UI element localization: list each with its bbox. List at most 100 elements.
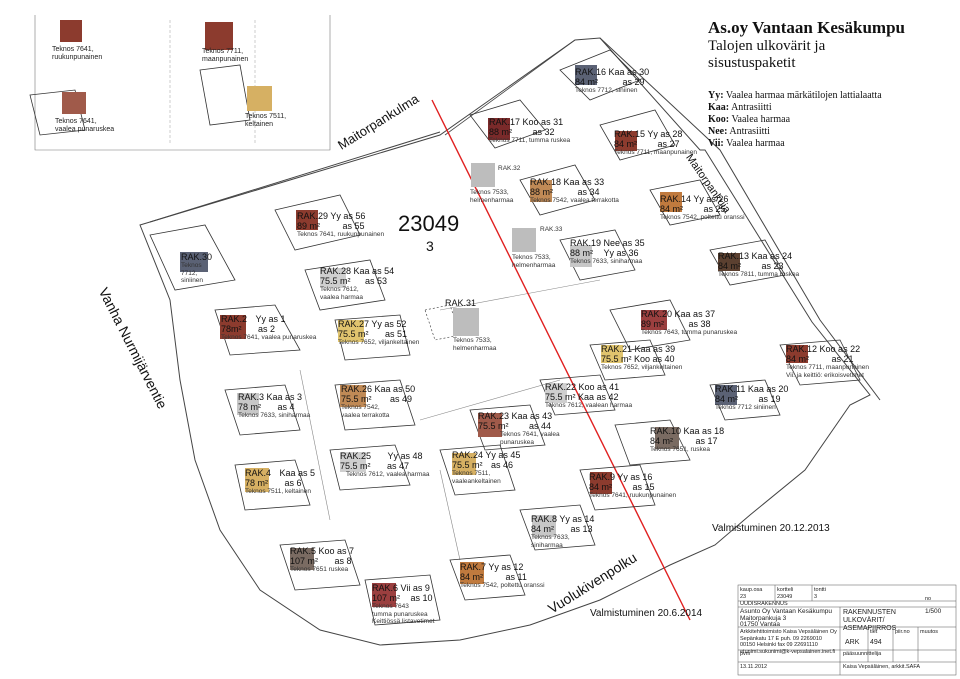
tb-value-kaupunginosa: 23 xyxy=(740,594,747,600)
swatch-rak32 xyxy=(471,163,495,187)
tb-date: 13.11.2012 xyxy=(740,664,768,670)
swatch-rak20 xyxy=(641,310,667,330)
swatch-rak30 xyxy=(180,252,208,272)
tb-scale: 1/500 xyxy=(925,608,942,615)
legend-row: Vii: Vaalea harmaa xyxy=(708,138,785,149)
swatch-rak6 xyxy=(372,583,396,607)
house-rak33: RAK.33 xyxy=(540,226,563,233)
swatch-rak19 xyxy=(570,245,592,267)
house-rak10: RAK.10 Kaa as 18 84 m² as 17 Teknos 7651… xyxy=(650,426,725,453)
plan-title: As.oy Vantaan Kesäkumpu Talojen ulkoväri… xyxy=(708,18,953,72)
house-rak19: RAK.19 Nee as 35 88 m² Yy as 36 Teknos 7… xyxy=(570,238,645,265)
swatch-rak31 xyxy=(453,308,479,336)
house-rak3: RAK.3 Kaa as 3 78 m² as 4 Teknos 7633, s… xyxy=(238,392,311,419)
house-rak29: RAK.29 Yy as 56 89 m² as 55 Teknos 7641,… xyxy=(297,211,385,238)
tb-label-tiet: tiet xyxy=(870,629,878,635)
tb-code: ARK xyxy=(845,639,860,646)
house-rak27: RAK.27 Yy as 52 75.5 m² as 51 Teknos 765… xyxy=(338,319,420,346)
house-rak28: RAK.28 Kaa as 54 75.5 m² as 53 Teknos 76… xyxy=(320,266,395,301)
swatch-rak29 xyxy=(296,210,318,230)
tb-label-muutos: muutos xyxy=(920,629,939,635)
swatch-rak28 xyxy=(320,268,346,288)
house-rak21: RAK.21 Kaa as 39 75.5 m² Koo as 40 Tekno… xyxy=(601,344,683,371)
tb-signature: Kaisa Vepsäläinen, arkkit.SAFA xyxy=(843,664,921,670)
house-rak14: RAK.14 Yy as 26 84 m² as 25 Teknos 7542,… xyxy=(660,194,745,221)
swatch-rak17 xyxy=(488,118,510,140)
house-rak31: RAK.31 xyxy=(445,298,477,308)
swatch-rak16 xyxy=(575,65,597,85)
house-rak7: RAK.7 Yy as 12 84 m² as 11 Teknos 7542, … xyxy=(460,562,545,589)
house-rak17: RAK.17 Koo as 31 88 m² as 32 Teknos 7711… xyxy=(489,117,571,144)
swatch-rak18 xyxy=(530,180,552,202)
swatch-rak3 xyxy=(237,393,259,415)
swatch-legend-1 xyxy=(60,20,82,42)
house-rak32-color: Teknos 7533,helmenharmaa xyxy=(470,189,514,204)
tb-label-pvm: pvm xyxy=(740,651,751,657)
swatch-rak8 xyxy=(532,515,556,537)
swatch-rak25 xyxy=(340,452,366,472)
house-rak18: RAK.18 Kaa as 33 88 m² as 34 Teknos 7542… xyxy=(530,177,619,204)
house-rak5: RAK.5 Koo as 7 107 m² as 8 Teknos 7651 r… xyxy=(290,546,355,573)
swatch-legend-2 xyxy=(62,92,86,114)
legend-row: Kaa: Antrasiitti xyxy=(708,102,772,113)
swatch-rak4 xyxy=(245,468,269,492)
swatch-rak24 xyxy=(452,453,476,475)
house-rak2: RAK.2 Yy as 1 78m² as 2 Teknos 7641, vaa… xyxy=(221,314,317,341)
house-rak33-color: Teknos 7533,helmenharmaa xyxy=(512,254,556,269)
house-rak13: RAK.13 Kaa as 24 84 m² as 23 Teknos 7811… xyxy=(718,251,800,278)
title-line-2: Talojen ulkovärit ja xyxy=(708,38,826,54)
house-rak22: RAK.22 Koo as 41 75.5 m² Kaa as 42 Tekno… xyxy=(545,382,633,409)
swatch-tk7641 xyxy=(205,22,233,50)
house-rak25: RAK.25 Yy as 48 75.5 m² as 47 Teknos 761… xyxy=(340,451,430,478)
swatch-rak23 xyxy=(478,413,502,437)
swatch-rak33 xyxy=(512,228,536,252)
swatch-label: Teknos 7711,maanpunainen xyxy=(202,48,249,63)
house-rak16: RAK.16 Kaa as 30 84 m² as 29 Teknos 7712… xyxy=(575,67,650,94)
title-line-3: sisustuspaketit xyxy=(708,55,796,71)
tb-value-tontti: 3 xyxy=(814,594,818,600)
swatch-label: Teknos 7641,vaalea punaruskea xyxy=(55,118,115,133)
swatch-label: Teknos 7511,keltainen xyxy=(245,113,287,128)
swatch-rak2 xyxy=(220,315,246,339)
house-rak26: RAK.26 Kaa as 50 75.5 m² as 49 Teknos 75… xyxy=(341,384,416,419)
tb-header-tontti: tontti xyxy=(814,587,826,593)
swatch-rak14 xyxy=(660,192,682,212)
tb-label-piirno: piir.no xyxy=(895,629,910,635)
legend-row: Koo: Vaalea harmaa xyxy=(708,114,791,125)
plot-number: 3 xyxy=(426,238,434,254)
completion-date-2: Valmistuminen 20.6.2014 xyxy=(590,608,703,619)
swatch-rak15 xyxy=(615,131,637,151)
house-rak32: RAK.32 xyxy=(498,165,521,172)
completion-date-1: Valmistuminen 20.12.2013 xyxy=(712,523,830,534)
swatch-rak26 xyxy=(340,385,366,407)
swatch-tk7711 xyxy=(247,86,272,111)
tb-value-kortteli: 23049 xyxy=(777,594,793,600)
house-rak9: RAK.9 Yy as 16 84 m² as 15 Teknos 7641, … xyxy=(589,472,677,499)
block-number: 23049 xyxy=(398,211,460,236)
tb-number: 494 xyxy=(870,639,882,646)
house-rak24: RAK.24 Yy as 45 75.5 m² as 46 Teknos 751… xyxy=(452,450,521,485)
swatch-rak10 xyxy=(655,427,679,449)
swatch-rak12 xyxy=(786,345,808,363)
legend-row: Yy: Vaalea harmaa märkätilojen lattialaa… xyxy=(708,90,882,101)
house-rak15: RAK.15 Yy as 28 84 m² as 27 Teknos 7711,… xyxy=(614,129,697,156)
tb-no: no xyxy=(925,596,932,602)
swatch-rak11 xyxy=(715,385,737,405)
legend-row: Nee: Antrasiitti xyxy=(708,126,770,137)
tb-label-paasuunnittelija: pääsuunnittelija xyxy=(843,651,882,657)
house-rak12: RAK.12 Koo as 22 84 m² as 21 Teknos 7711… xyxy=(786,344,869,379)
tb-header-kortteli: kortteli xyxy=(777,587,794,593)
title-line-1: As.oy Vantaan Kesäkumpu xyxy=(708,18,905,37)
swatch-rak22 xyxy=(545,383,567,403)
swatch-rak13 xyxy=(718,253,740,271)
house-rak31-color: Teknos 7533,helmenharmaa xyxy=(453,337,497,352)
swatch-label: Teknos 7641,ruukunpunainen xyxy=(52,46,103,61)
house-rak8: RAK.8 Yy as 14 84 m² as 13 Teknos 7633,s… xyxy=(531,514,595,549)
house-rak4: RAK.4 Kaa as 5 78 m² as 6 Teknos 7511, k… xyxy=(245,468,316,495)
